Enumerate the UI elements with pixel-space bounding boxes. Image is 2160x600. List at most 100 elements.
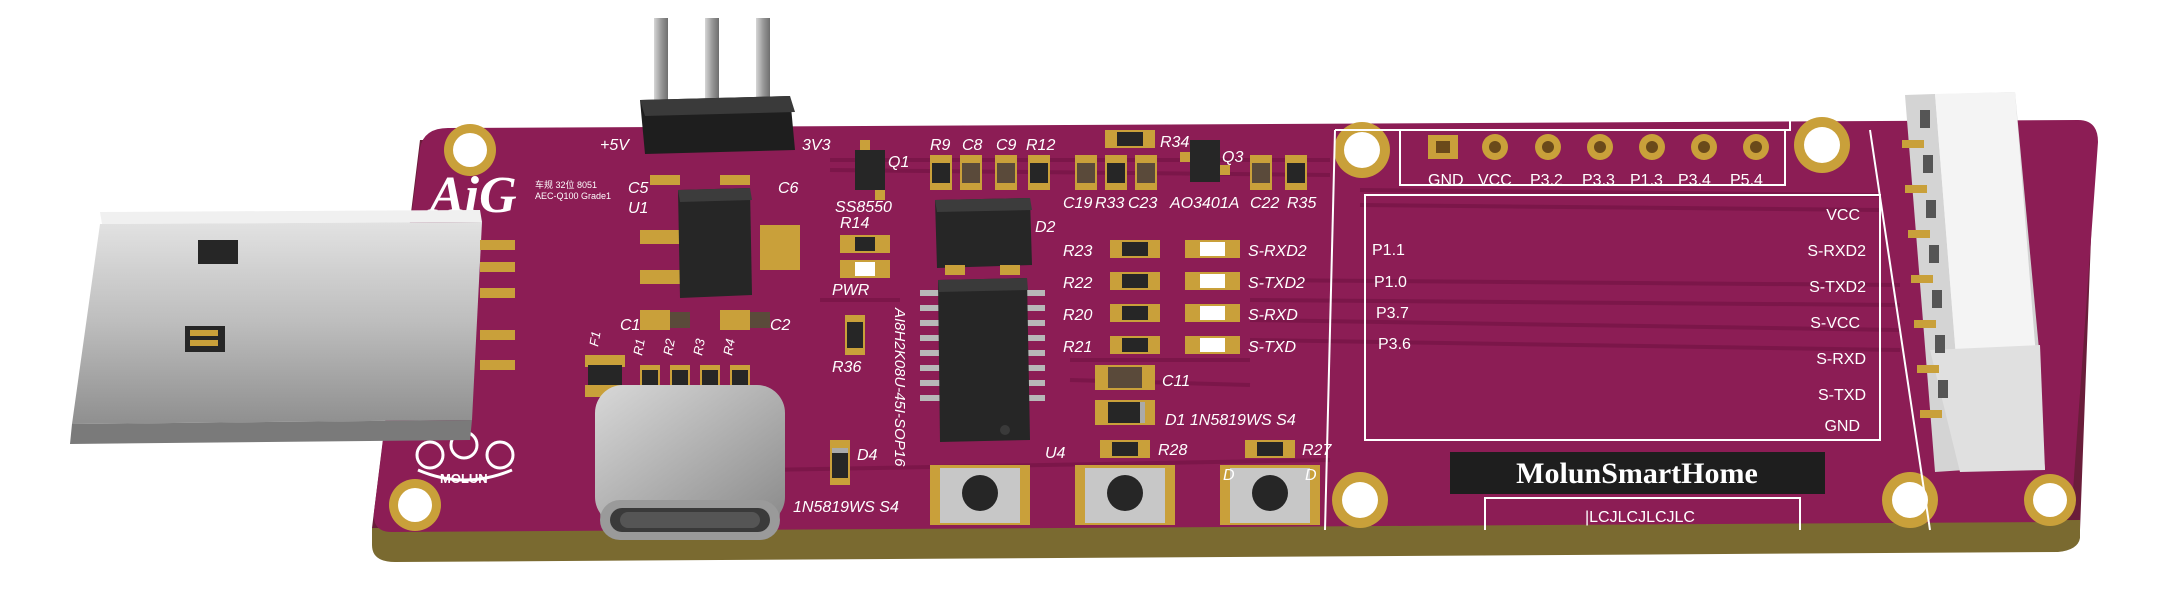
status-leds <box>1185 240 1240 354</box>
tactile-buttons <box>930 465 1320 525</box>
label-r28: R28 <box>1158 442 1187 459</box>
panel-right-gnd: GND <box>1824 418 1860 435</box>
label-c1: C1 <box>620 317 640 334</box>
label-r34: R34 <box>1160 134 1189 151</box>
transistor-q1 <box>855 140 885 200</box>
usb-c-receptacle <box>595 385 785 540</box>
diode-d1 <box>1095 400 1155 425</box>
label-d-right: D <box>1305 467 1317 484</box>
u4-pins-left <box>920 290 940 401</box>
top-pin-p32: P3.2 <box>1530 172 1563 189</box>
label-r22: R22 <box>1063 275 1092 292</box>
led-label-s-txd: S-TXD <box>1248 339 1296 356</box>
usb-a-shell <box>72 222 482 424</box>
panel-right-s-rxd: S-RXD <box>1816 351 1866 368</box>
label-r27: R27 <box>1302 442 1332 459</box>
usb-a-window <box>198 240 238 264</box>
label-r12: R12 <box>1026 137 1055 154</box>
u4-mcu <box>920 278 1045 442</box>
top-pin-gnd: GND <box>1428 172 1464 189</box>
label-d4: D4 <box>857 447 878 464</box>
usb-a-shell-top <box>100 210 482 224</box>
panel-left-p37: P3.7 <box>1376 305 1409 322</box>
label-3v3: 3V3 <box>802 137 831 154</box>
usb-a-plug <box>70 210 482 444</box>
tact-switch <box>1075 465 1175 525</box>
label-pwr: PWR <box>832 282 870 299</box>
connector-step <box>1930 345 2045 472</box>
product-name: MolunSmartHome <box>1516 457 1758 490</box>
panel-left-p36: P3.6 <box>1378 336 1411 353</box>
label-r21: R21 <box>1063 339 1092 356</box>
label-r35: R35 <box>1287 195 1316 212</box>
chip-label-line-1: 车规 32位 8051 <box>535 179 597 190</box>
mounting-hole <box>1804 127 1840 163</box>
resistors-r27-r28 <box>1100 440 1295 458</box>
mounting-hole <box>398 488 432 522</box>
label-ao3401a: AO3401A <box>1169 195 1239 212</box>
panel-right-s-txd2: S-TXD2 <box>1809 279 1866 296</box>
label-r3: R3 <box>690 337 708 357</box>
order-mark: |LCJLCJLCJLC <box>1585 509 1695 526</box>
mounting-holes <box>389 117 2076 531</box>
tact-switch <box>930 465 1030 525</box>
label-c6: C6 <box>778 180 799 197</box>
mounting-hole <box>1342 482 1378 518</box>
pcb-board <box>373 120 2099 532</box>
label-r14: R14 <box>840 215 869 232</box>
label-q3: Q3 <box>1222 149 1243 166</box>
label-d4-part: 1N5819WS S4 <box>793 499 899 516</box>
top-pin-p13: P1.3 <box>1630 172 1663 189</box>
header-body-top <box>640 96 795 116</box>
mfr-logo: MOLUN <box>440 471 488 486</box>
top-header-pads <box>1428 134 1769 160</box>
tact-switch <box>1220 465 1320 525</box>
panel-right-vcc: VCC <box>1826 207 1860 224</box>
pin-header-3pin <box>640 18 795 154</box>
label-d1: D1 1N5819WS S4 <box>1165 412 1296 429</box>
passives-top-right <box>1075 130 1307 190</box>
u1-chip <box>640 175 800 298</box>
label-c19: C19 <box>1063 195 1092 212</box>
panel-right-s-vcc: S-VCC <box>1810 315 1860 332</box>
right-connector <box>1902 92 2045 472</box>
label-plus5v: +5V <box>600 137 630 154</box>
top-pin-p33: P3.3 <box>1582 172 1615 189</box>
label-u1: U1 <box>628 200 648 217</box>
label-c22: C22 <box>1250 195 1279 212</box>
resistors-r20-r23 <box>1110 240 1160 354</box>
mounting-hole <box>2033 483 2067 517</box>
usb-a-contact <box>190 340 218 346</box>
led-label-s-rxd: S-RXD <box>1248 307 1298 324</box>
led-pwr <box>840 235 890 278</box>
capacitor-c11 <box>1095 365 1155 390</box>
label-r23: R23 <box>1063 243 1092 260</box>
label-d2: D2 <box>1035 219 1056 236</box>
connector-slots <box>1920 110 1948 398</box>
mounting-hole <box>453 133 487 167</box>
top-pin-p34: P3.4 <box>1678 172 1711 189</box>
label-r4: R4 <box>720 338 738 357</box>
label-u4-part: AI8H2K08U-45I-SOP16 <box>891 307 908 467</box>
usb-a-shell-end <box>70 420 472 444</box>
product-name-plate <box>1450 452 1825 494</box>
led-label-s-rxd2: S-RXD2 <box>1248 243 1307 260</box>
top-pin-p54: P5.4 <box>1730 172 1763 189</box>
usb-a-contact <box>190 330 218 336</box>
label-c5: C5 <box>628 180 649 197</box>
board-edge-bottom <box>372 520 2080 562</box>
label-c2: C2 <box>770 317 791 334</box>
label-d-left: D <box>1223 467 1235 484</box>
led-label-s-txd2: S-TXD2 <box>1248 275 1305 292</box>
u4-pins-right <box>1025 290 1045 401</box>
diode-d4 <box>830 440 850 485</box>
usb-a-window <box>185 326 225 352</box>
label-r9: R9 <box>930 137 951 154</box>
label-ss8550: SS8550 <box>835 199 892 216</box>
label-r33: R33 <box>1095 195 1124 212</box>
label-q1: Q1 <box>888 154 909 171</box>
label-c8: C8 <box>962 137 983 154</box>
edge-pads <box>480 240 515 370</box>
panel-right-s-txd: S-TXD <box>1818 387 1866 404</box>
